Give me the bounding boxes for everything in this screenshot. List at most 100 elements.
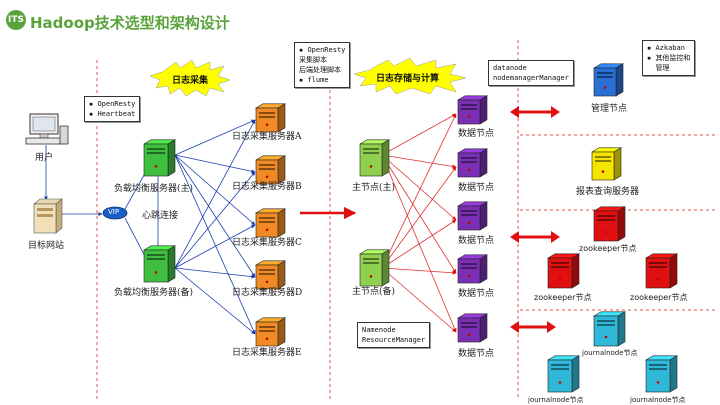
collector-server-icon-a xyxy=(254,103,287,133)
user-computer-icon xyxy=(25,113,69,145)
collect-server-c-label: 日志采集服务器C xyxy=(232,238,302,248)
master-main-label: 主节点(主) xyxy=(352,183,396,193)
mgmt-note: ▪ Azkaban ▪ 其他监控和 管理 xyxy=(642,40,696,76)
connection-lines xyxy=(44,113,457,335)
heartbeat-link-label: 心跳连接 xyxy=(142,211,179,221)
data-node-server-icon-4 xyxy=(456,254,489,284)
zookeeper-server-icon-1 xyxy=(592,206,627,242)
double-arrow-1 xyxy=(510,106,560,118)
vip-ellipse xyxy=(102,206,128,220)
collect-note-line-1: ▪ OpenResty xyxy=(299,46,346,54)
link-master-1-data-1 xyxy=(381,166,457,269)
data-note-line-1: datanode xyxy=(493,64,527,72)
lb-note-line-2: ▪ Heartbeat xyxy=(89,110,136,118)
lb-main-label: 负载均衡服务器(主) xyxy=(114,184,194,194)
lb-note: ▪ OpenResty ▪ Heartbeat xyxy=(84,96,141,122)
mgmt-note-line-1: ▪ Azkaban xyxy=(647,44,685,52)
data-note-line-2: nodemanagerManager xyxy=(493,74,569,82)
journalnode-label-3: journalnode节点 xyxy=(630,396,686,404)
link-lb-0-collector-2 xyxy=(174,154,256,226)
link-lb-1-collector-1 xyxy=(174,171,256,269)
data-node-label-4: 数据节点 xyxy=(458,289,495,299)
link-master-1-data-0 xyxy=(381,113,457,269)
link-master-0-data-3 xyxy=(381,154,457,274)
link-lb-0-collector-4 xyxy=(174,154,256,335)
journalnode-label-2: journalnode节点 xyxy=(528,396,584,404)
collect-note-line-3: 后端处理脚本 xyxy=(299,66,341,74)
collect-server-d-label: 日志采集服务器D xyxy=(232,288,303,298)
target-site-server-icon xyxy=(33,198,63,234)
mgmt-note-line-2: ▪ 其他监控和 xyxy=(647,54,691,62)
link-master-0-data-1 xyxy=(381,154,457,169)
double-arrows xyxy=(510,106,560,333)
page-title: Hadoop技术选型和架构设计 xyxy=(30,14,230,32)
collect-note-line-2: 采集脚本 xyxy=(299,56,327,64)
link-master-1-data-4 xyxy=(381,267,457,333)
mgmt-server-icon xyxy=(592,63,625,97)
link-master-1-data-2 xyxy=(381,219,457,269)
data-node-label-5: 数据节点 xyxy=(458,349,495,359)
collector-server-icon-d xyxy=(254,260,287,290)
link-lb-1-collector-0 xyxy=(174,119,256,269)
journalnode-server-icon-3 xyxy=(644,355,679,393)
section-title-log-collect: 日志采集 xyxy=(172,76,209,86)
report-server-icon xyxy=(590,147,623,181)
zookeeper-label-1: zookeeper节点 xyxy=(579,244,637,253)
zookeeper-label-3: zookeeper节点 xyxy=(630,293,688,302)
lb-main-server-icon xyxy=(142,139,177,177)
data-node-server-icon-1 xyxy=(456,95,489,125)
data-note: datanode nodemanagerManager xyxy=(488,60,574,86)
data-node-label-3: 数据节点 xyxy=(458,236,495,246)
link-lb-1-collector-3 xyxy=(174,267,256,279)
server-icons xyxy=(142,63,679,393)
collect-server-b-label: 日志采集服务器B xyxy=(232,182,302,192)
collect-server-e-label: 日志采集服务器E xyxy=(232,348,302,358)
master-backup-label: 主节点(备) xyxy=(352,287,396,297)
link-lb-0-collector-1 xyxy=(174,154,256,174)
section-title-log-store: 日志存储与计算 xyxy=(376,74,440,84)
link-lb-0-collector-3 xyxy=(174,154,256,278)
data-node-server-icon-3 xyxy=(456,201,489,231)
section-burst-log-collect xyxy=(149,59,231,97)
link-master-0-data-0 xyxy=(381,113,457,156)
link-lb-1-collector-2 xyxy=(174,224,256,269)
master-note: Namenode ResourceManager xyxy=(357,322,431,348)
link-master-0-data-4 xyxy=(381,154,457,333)
collect-note-line-4: ▪ flume xyxy=(299,76,329,84)
link-lb-0-collector-0 xyxy=(174,119,256,156)
collector-server-icon-c xyxy=(254,208,287,238)
collector-server-icon-e xyxy=(254,317,287,347)
master-note-line-1: Namenode xyxy=(362,326,396,334)
collector-server-icon-b xyxy=(254,155,287,185)
data-node-server-icon-2 xyxy=(456,148,489,178)
data-node-label-2: 数据节点 xyxy=(458,183,495,193)
report-server-label: 报表查询服务器 xyxy=(576,187,640,197)
double-arrow-2 xyxy=(510,231,560,243)
link-master-0-data-2 xyxy=(381,154,457,221)
target-site-label: 目标网站 xyxy=(28,241,65,251)
data-node-server-icon-5 xyxy=(456,313,489,343)
lb-backup-server-icon xyxy=(142,245,177,283)
mgmt-node-label: 管理节点 xyxy=(591,104,628,114)
master-main-server-icon xyxy=(358,139,391,177)
lb-backup-label: 负载均衡服务器(备) xyxy=(114,288,194,298)
journalnode-server-icon-2 xyxy=(546,355,581,393)
user-label: 用户 xyxy=(35,153,54,163)
collect-server-a-label: 日志采集服务器A xyxy=(232,132,302,142)
section-burst-log-store xyxy=(353,57,467,95)
mgmt-note-line-3: 管理 xyxy=(655,64,670,72)
zookeeper-server-icon-3 xyxy=(644,253,679,289)
journalnode-label-1: journalnode节点 xyxy=(582,349,638,357)
master-backup-server-icon xyxy=(358,249,391,287)
data-node-label-1: 数据节点 xyxy=(458,129,495,139)
vip-label: VIP xyxy=(108,208,120,216)
journalnode-server-icon-1 xyxy=(592,311,627,347)
zookeeper-label-2: zookeeper节点 xyxy=(534,293,592,302)
lb-note-line-1: ▪ OpenResty xyxy=(89,100,136,108)
link-lb-1-collector-4 xyxy=(174,267,256,335)
master-note-line-2: ResourceManager xyxy=(362,336,426,344)
zookeeper-server-icon-2 xyxy=(546,253,581,289)
collect-note: ▪ OpenResty 采集脚本 后端处理脚本 ▪ flume xyxy=(294,42,351,88)
link-master-1-data-3 xyxy=(381,267,457,275)
